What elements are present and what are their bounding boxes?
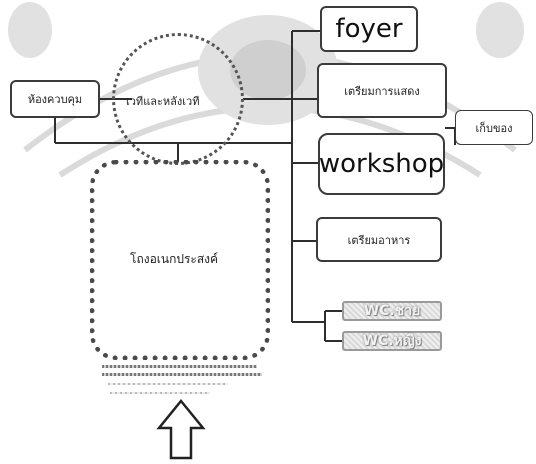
node-prep-food-label: เตรียมอาหาร [347,233,411,247]
node-foyer-label: foyer [335,14,403,44]
node-prep-food: เตรียมอาหาร [316,217,442,262]
node-living-room: ห้องควบคุม [10,80,100,118]
up-arrow-icon [156,399,206,460]
node-stage-label: เวทีและหลังเวที [126,95,200,108]
smudge-line-2 [102,373,262,376]
node-wc-male: WC.ชาย [342,301,442,321]
node-workshop-label: workshop [318,149,445,179]
smudge-line-1 [102,365,257,368]
node-wc-male-label: WC.ชาย [363,303,421,319]
smudge-line-4 [110,392,210,394]
node-wc-female: WC.หญิง [342,331,442,351]
node-storage: เก็บของ [455,110,533,145]
node-prep-show-label: เตรียมการแสดง [344,84,420,98]
node-living-room-label: ห้องควบคุม [27,93,83,106]
node-multipurpose [90,160,270,360]
node-workshop: workshop [318,133,445,195]
node-prep-show: เตรียมการแสดง [317,63,447,118]
node-foyer: foyer [320,6,418,52]
node-wc-female-label: WC.หญิง [362,333,422,349]
smudge-line-3 [108,383,228,385]
node-storage-label: เก็บของ [475,121,513,135]
node-multipurpose-label: โถงอเนกประสงค์ [130,252,219,266]
